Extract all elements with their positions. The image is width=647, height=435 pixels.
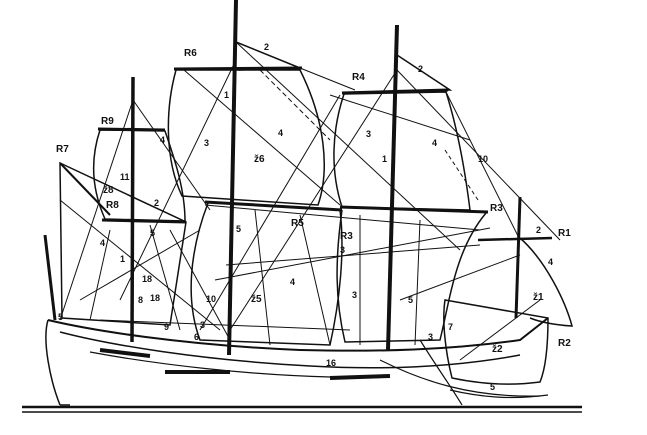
label-18: 18 [142,274,152,284]
label-4-mizzen: 4 [160,135,165,145]
label-4-fore: 4 [432,138,437,148]
label-z5: ž5 [251,294,262,305]
label-2-mizzen: 2 [154,198,159,208]
label-2-main: 2 [264,42,269,52]
label-3-low: 3 [352,290,357,300]
label-4-aft: 4 [100,238,105,248]
label-5-keel: 5 [490,382,495,392]
hull [45,317,549,406]
label-3-main: 3 [204,138,209,148]
label-16: 16 [326,358,336,368]
label-R3: R3 [490,203,503,214]
label-2-fore: 2 [418,64,423,74]
label-5-main: 5 [236,224,241,234]
label-11: 11 [120,172,130,182]
label-R9: R9 [101,116,114,127]
label-1-fore: 1 [382,154,387,164]
label-3-fore: 3 [366,129,371,139]
sails [59,41,573,385]
label-4-bow: 4 [548,257,553,267]
label-z2: ž2 [492,344,503,355]
label-R4: R4 [352,72,365,83]
rigging [59,41,561,361]
spars [43,234,57,321]
label-5-stern: 5 [58,312,63,322]
label-10-main: 10 [206,294,216,304]
labels: R1 R2 R3 R3 R4 R5 R6 R7 R8 R9 ž1 ž2 ž5 ž… [56,42,571,392]
ground-line [22,405,582,413]
label-1-main: 1 [224,90,229,100]
label-9: 9 [164,322,169,332]
label-R7: R7 [56,144,69,155]
label-z8: ž8 [103,185,114,196]
label-3-bow: 3 [428,332,433,342]
label-R5: R5 [291,218,304,229]
label-5-fore: 5 [408,295,413,305]
label-R2: R2 [558,338,571,349]
label-5-mizzen: 5 [150,228,155,238]
label-10-fore: 10 [478,154,488,164]
label-18-b: 18 [150,293,160,303]
label-z1: ž1 [533,292,544,303]
label-R8: R8 [106,200,119,211]
label-6: 6 [194,332,199,342]
label-7: 7 [448,322,453,332]
label-4-main: 4 [278,128,283,138]
label-2-bow: 2 [536,225,541,235]
label-8: 8 [138,295,143,305]
label-R1: R1 [558,228,571,239]
label-R6: R6 [184,48,197,59]
label-4-course: 4 [290,277,295,287]
label-R3-fore: R3 [340,231,353,242]
label-z6: ž6 [254,154,265,165]
label-3-mid: 3 [340,245,345,255]
label-3-stern: 3 [200,320,205,330]
label-1-mizzen: 1 [120,254,125,264]
